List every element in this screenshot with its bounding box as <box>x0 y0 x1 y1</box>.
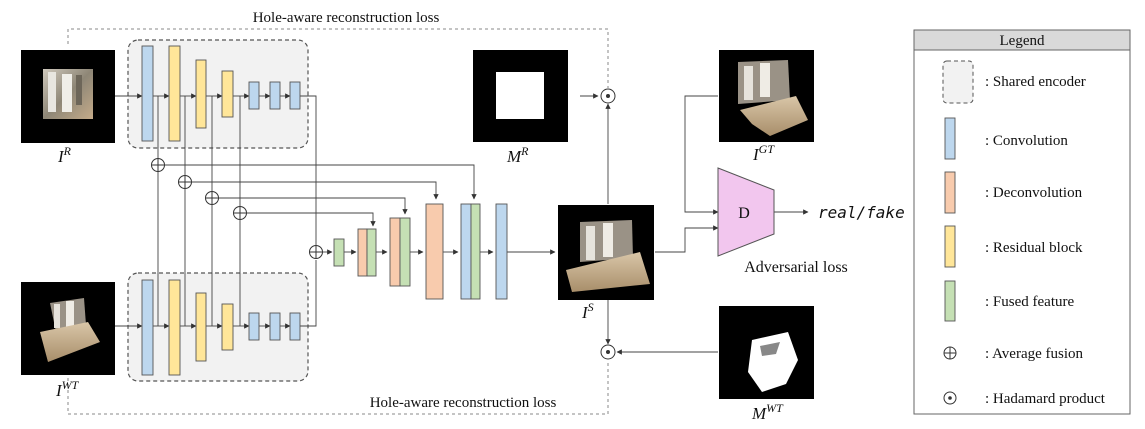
conv-block <box>269 312 281 341</box>
average-fusion-icon <box>233 206 247 220</box>
legend: Legend : Shared encoder : Convolution : … <box>913 29 1131 415</box>
shared-encoder-bottom <box>127 272 309 382</box>
loss-boundary-path <box>67 354 609 415</box>
loss-boundary-path <box>67 28 609 88</box>
average-fusion-nodes <box>151 158 323 259</box>
legend-conv-swatch <box>944 117 956 160</box>
connections <box>115 93 809 355</box>
legend-item-label: : Average fusion <box>985 346 1084 362</box>
legend-item-label: : Deconvolution <box>985 185 1083 201</box>
bottom-loss-label: Hole-aware reconstruction loss <box>370 395 557 411</box>
discriminator-label: D <box>738 205 750 222</box>
conv-block <box>289 312 301 341</box>
image-iwt-label: IWT <box>55 378 80 400</box>
average-fusion-icon <box>178 175 192 189</box>
legend-shared-encoder-swatch <box>942 60 974 104</box>
deconv-block <box>425 203 444 300</box>
image-igt <box>719 50 814 142</box>
legend-title: Legend <box>1000 33 1045 49</box>
legend-residual-swatch <box>944 225 956 268</box>
encoder-blocks-top <box>141 45 301 142</box>
fused-block <box>399 217 411 287</box>
residual-block <box>221 70 234 118</box>
residual-block <box>195 59 207 129</box>
average-fusion-icon <box>205 191 219 205</box>
image-ir <box>21 50 115 143</box>
residual-block <box>168 279 181 376</box>
fused-block <box>333 238 345 267</box>
shared-encoder-top <box>127 39 309 149</box>
hadamard-bottom <box>600 344 616 360</box>
legend-item-label: : Hadamard product <box>985 391 1106 407</box>
conv-block <box>248 312 260 341</box>
residual-block <box>221 303 234 351</box>
average-fusion-icon <box>309 245 323 259</box>
residual-block <box>168 45 181 142</box>
conv-block <box>141 279 154 376</box>
legend-item-label: : Shared encoder <box>985 74 1086 90</box>
legend-item-label: : Convolution <box>985 133 1068 149</box>
mask-mr-label: MR <box>506 144 529 166</box>
conv-block <box>269 81 281 110</box>
legend-fused-swatch <box>944 280 956 322</box>
image-iwt <box>21 282 115 375</box>
encoder-blocks-bottom <box>141 279 301 376</box>
conv-block <box>248 81 260 110</box>
conv-block <box>289 81 301 110</box>
real-fake-label: real/fake <box>818 203 905 222</box>
legend-deconv-swatch <box>944 171 956 214</box>
adversarial-loss-label: Adversarial loss <box>744 259 848 276</box>
image-ir-label: IR <box>57 144 72 166</box>
discriminator-shape <box>717 167 775 257</box>
fused-block <box>366 228 377 277</box>
legend-average-fusion-icon <box>943 346 957 360</box>
conv-block <box>495 203 508 300</box>
deconv-block <box>357 228 368 277</box>
mask-mwt-label: MWT <box>751 401 784 423</box>
conv-block <box>460 203 472 300</box>
image-is-label: IS <box>581 300 594 322</box>
hadamard-top <box>600 88 616 104</box>
legend-item-label: : Fused feature <box>985 294 1074 310</box>
image-is <box>558 205 654 300</box>
conv-block <box>141 45 154 142</box>
deconv-block <box>389 217 401 287</box>
top-loss-label: Hole-aware reconstruction loss <box>253 10 440 26</box>
legend-item-label: : Residual block <box>985 240 1083 256</box>
decoder-blocks <box>333 203 508 300</box>
legend-hadamard-icon <box>943 391 957 405</box>
mask-mr <box>473 50 568 142</box>
residual-block <box>195 292 207 362</box>
average-fusion-icon <box>151 158 165 172</box>
legend-header <box>913 29 1131 51</box>
image-igt-label: IGT <box>752 142 775 164</box>
mask-mwt <box>719 306 814 399</box>
fused-block <box>470 203 481 300</box>
